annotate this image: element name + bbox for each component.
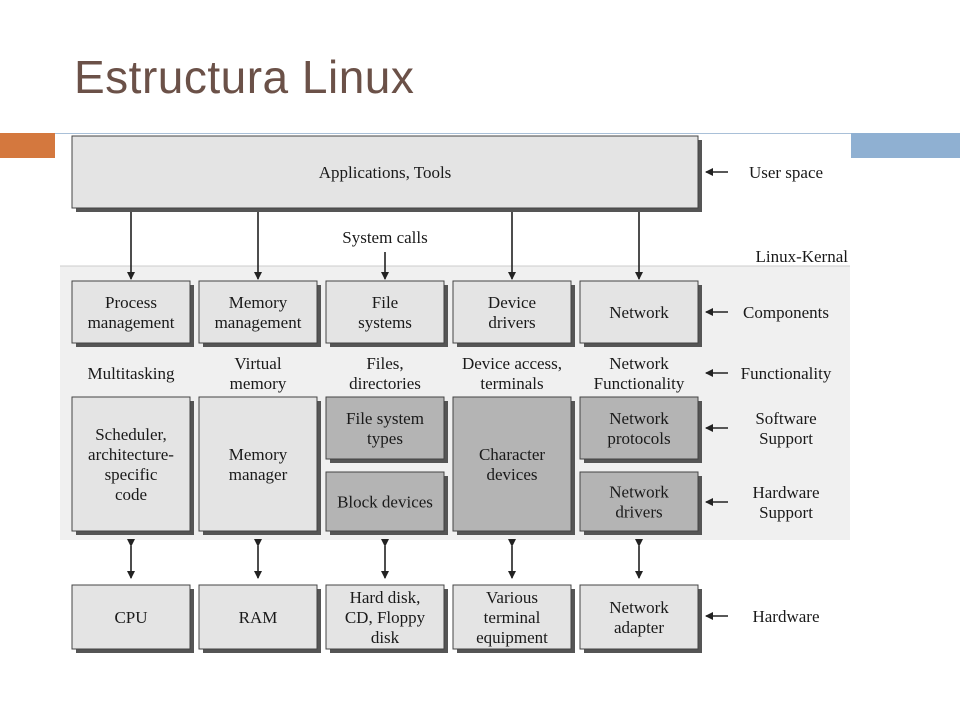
block-devices-box-label: Block devices: [337, 492, 433, 511]
net-drivers-box: [579, 471, 699, 532]
component-box-1: [198, 280, 318, 344]
functionality-label-0: Multitasking: [88, 364, 175, 383]
divider-line: [55, 133, 851, 134]
applications-box: [71, 135, 699, 209]
net-protocols-box: [579, 396, 699, 460]
component-box-2: [325, 280, 445, 344]
system-calls-label: System calls: [342, 228, 427, 247]
component-box-0: [71, 280, 191, 344]
hardware-box-2: [325, 584, 445, 650]
component-box-3: [452, 280, 572, 344]
scheduler-box: [71, 396, 191, 532]
side-label-hardware: Hardware: [752, 607, 819, 626]
functionality-label-2: Files,directories: [349, 354, 421, 393]
hardware-box-0-label: CPU: [114, 608, 147, 627]
memory-manager-box: [198, 396, 318, 532]
hardware-box-1: [198, 584, 318, 650]
component-box-4: [579, 280, 699, 344]
hardware-box-3: [452, 584, 572, 650]
side-label-components: Components: [743, 303, 829, 322]
accent-bar-left: [0, 133, 55, 158]
component-box-4-label: Network: [609, 303, 669, 322]
side-label-user_space: User space: [749, 163, 823, 182]
slide-title: Estructura Linux: [74, 51, 415, 103]
block-devices-box: [325, 471, 445, 532]
hardware-box-1-label: RAM: [239, 608, 278, 627]
fs-types-box: [325, 396, 445, 460]
hardware-box-4: [579, 584, 699, 650]
applications-label: Applications, Tools: [319, 163, 452, 182]
char-devices-box: [452, 396, 572, 532]
accent-bar-right: [851, 133, 960, 158]
hardware-box-0: [71, 584, 191, 650]
side-label-functionality: Functionality: [741, 364, 832, 383]
functionality-label-3: Device access,terminals: [462, 354, 562, 393]
kernel-label: Linux-Kernal: [755, 247, 848, 266]
